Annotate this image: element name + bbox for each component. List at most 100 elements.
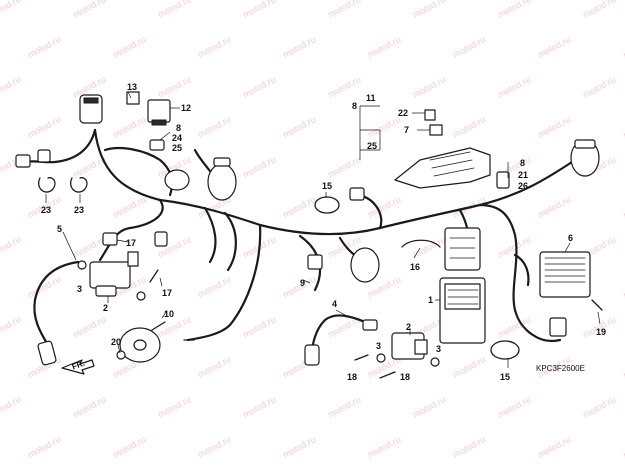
connector-26 xyxy=(496,171,510,189)
direction-label: FR. xyxy=(71,359,86,372)
watermark-text: motod.ru xyxy=(366,434,402,460)
callout-8: 8 xyxy=(176,123,181,133)
callout-21: 21 xyxy=(518,170,528,180)
watermark-text: motod.ru xyxy=(0,74,22,100)
callout-26: 26 xyxy=(518,181,528,191)
callout-9: 9 xyxy=(300,278,305,288)
watermark-text: motod.ru xyxy=(156,394,192,420)
watermark-text: motod.ru xyxy=(366,194,402,220)
watermark-text: motod.ru xyxy=(196,34,232,60)
callout-24: 24 xyxy=(172,133,182,143)
callout-12: 12 xyxy=(181,103,191,113)
clamp-23-right xyxy=(70,177,88,193)
watermark-text: motod.ru xyxy=(536,34,572,60)
condenser-left xyxy=(207,157,237,201)
watermark-text: motod.ru xyxy=(71,0,107,20)
callout-3: 3 xyxy=(376,341,381,351)
watermark-text: motod.ru xyxy=(621,114,625,140)
connector-top-center xyxy=(349,187,365,201)
watermark-text: motod.ru xyxy=(26,114,62,140)
watermark-text: motod.ru xyxy=(281,434,317,460)
condenser-center xyxy=(350,247,380,283)
watermark-text: motod.ru xyxy=(621,194,625,220)
callout-18: 18 xyxy=(400,372,410,382)
connector-top-left xyxy=(79,94,103,124)
band-16 xyxy=(401,239,441,248)
callout-4: 4 xyxy=(332,299,337,309)
watermark-text: motod.ru xyxy=(111,34,147,60)
callout-20: 20 xyxy=(111,337,121,347)
callout-8: 8 xyxy=(520,158,525,168)
watermark-text: motod.ru xyxy=(581,394,617,420)
watermark-text: motod.ru xyxy=(366,114,402,140)
watermark-text: motod.ru xyxy=(366,34,402,60)
callout-18: 18 xyxy=(347,372,357,382)
watermark-text: motod.ru xyxy=(281,114,317,140)
watermark-text: motod.ru xyxy=(536,114,572,140)
watermark-text: motod.ru xyxy=(326,0,362,20)
spark-plug-cap-left xyxy=(33,260,80,366)
callout-6: 6 xyxy=(568,233,573,243)
callout-10: 10 xyxy=(164,309,174,319)
callout-25: 25 xyxy=(172,143,182,153)
watermark-text: motod.ru xyxy=(621,434,625,460)
leader-lines xyxy=(45,91,601,368)
watermark-text: motod.ru xyxy=(0,0,22,20)
watermark-text: motod.ru xyxy=(111,114,147,140)
connector-17 xyxy=(102,232,118,246)
callout-23: 23 xyxy=(41,205,51,215)
grommet-ring xyxy=(164,169,190,191)
callout-19: 19 xyxy=(596,327,606,337)
watermark-text: motod.ru xyxy=(71,314,107,340)
callout-23: 23 xyxy=(74,205,84,215)
connector-left xyxy=(15,149,51,168)
ignition-coil-left xyxy=(89,251,139,297)
watermark-text: motod.ru xyxy=(71,394,107,420)
clamp-15-right xyxy=(490,340,520,360)
horn xyxy=(119,321,166,363)
watermark-text: motod.ru xyxy=(196,274,232,300)
watermark-text: motod.ru xyxy=(451,354,487,380)
watermark-text: motod.ru xyxy=(0,394,22,420)
main-wire-harness xyxy=(23,128,577,343)
relay-13 xyxy=(126,91,140,105)
clamp-23-left xyxy=(38,177,56,193)
watermark-text: motod.ru xyxy=(241,394,277,420)
callout-13: 13 xyxy=(127,82,137,92)
callout-22: 22 xyxy=(398,108,408,118)
watermark-text: motod.ru xyxy=(496,314,532,340)
connector-center xyxy=(307,254,323,270)
callout-3: 3 xyxy=(77,284,82,294)
watermark-text: motod.ru xyxy=(111,194,147,220)
watermark-text: motod.ru xyxy=(496,234,532,260)
callout-15: 15 xyxy=(322,181,332,191)
watermark-text: motod.ru xyxy=(451,114,487,140)
watermark-text: motod.ru xyxy=(111,434,147,460)
ecm-connector xyxy=(444,227,481,271)
watermark-text: motod.ru xyxy=(326,74,362,100)
ignition-coil-right xyxy=(391,332,428,360)
watermark-text: motod.ru xyxy=(411,0,447,20)
front-direction-arrow: FR. xyxy=(61,359,95,375)
watermark-text: motod.ru xyxy=(0,314,22,340)
diagram-code: KPC3F2600E xyxy=(536,364,585,373)
watermark-text: motod.ru xyxy=(241,154,277,180)
callout-2: 2 xyxy=(103,303,108,313)
spark-plug-cap-center xyxy=(304,314,378,366)
watermark-text: motod.ru xyxy=(621,34,625,60)
watermark-text: motod.ru xyxy=(241,314,277,340)
watermark-text: motod.ru xyxy=(581,0,617,20)
callout-17: 17 xyxy=(162,288,172,298)
watermark-text: motod.ru xyxy=(156,0,192,20)
watermark-text: motod.ru xyxy=(536,194,572,220)
watermark-text: motod.ru xyxy=(496,0,532,20)
callout-2: 2 xyxy=(406,322,411,332)
watermark-text: motod.ru xyxy=(281,34,317,60)
callout-1: 1 xyxy=(428,295,433,305)
callout-5: 5 xyxy=(57,224,62,234)
callout-17: 17 xyxy=(126,238,136,248)
watermark-text: motod.ru xyxy=(581,74,617,100)
watermark-text: motod.ru xyxy=(281,194,317,220)
callout-25: 25 xyxy=(367,141,377,151)
